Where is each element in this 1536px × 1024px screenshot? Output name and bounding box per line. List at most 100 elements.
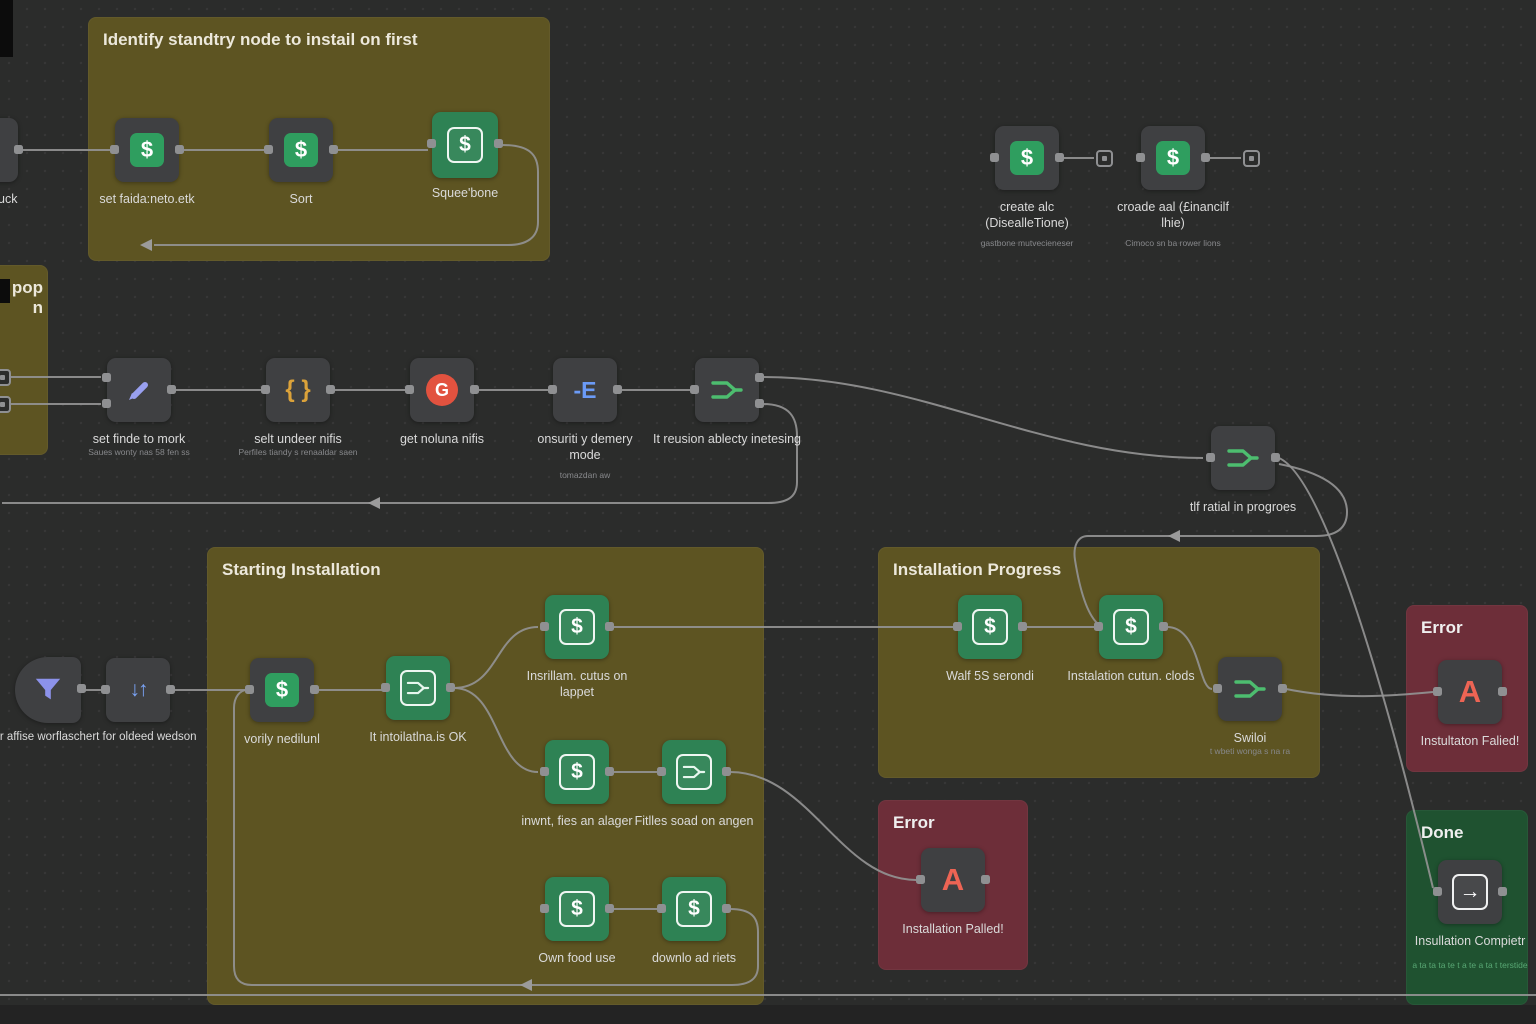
node-subtitle: Saues wonty nas 58 fen ss: [88, 447, 190, 457]
node-label: create alc (DisealleTione): [985, 200, 1069, 231]
node-sort-arrows[interactable]: ↓↑: [101, 658, 175, 722]
node-label: croade aal (£inancilf lhie): [1117, 200, 1229, 231]
node-label: selt undeer nifis: [254, 432, 342, 446]
node-subtitle: Cimoco sn ba rower lions: [1125, 238, 1221, 248]
node-label: Squee'bone: [431, 186, 499, 200]
node-label: Installation Palled!: [902, 922, 1004, 936]
code-icon: $: [250, 658, 314, 722]
node-label: vorily nedilunl: [244, 732, 320, 746]
offscreen-node-fragment: [0, 279, 10, 303]
code-icon: $: [432, 112, 498, 178]
node-label: set finde to mork: [92, 432, 186, 446]
node-intoilatlna[interactable]: It intoilatlna.is OK: [369, 656, 467, 744]
node-installation-complete[interactable]: → Insullation Compietr a ta ta ta te t a…: [1412, 860, 1528, 970]
node-label: uck: [0, 192, 18, 206]
node-uck[interactable]: uck: [0, 118, 23, 206]
node-subtitle: gastbone mutvecieneser: [980, 238, 1074, 248]
service-g-icon: G: [410, 358, 474, 422]
sticky-title: Done: [1421, 823, 1464, 842]
node-label: Fitlles soad on angen: [634, 814, 754, 828]
node-sort[interactable]: $ Sort: [264, 118, 338, 206]
node-label: set faida:neto.etk: [99, 192, 195, 206]
connector-endpoint[interactable]: [0, 396, 11, 413]
sticky-title: Starting Installation: [222, 560, 381, 579]
node-installation-failed-top[interactable]: A Instultaton Falied!: [1421, 660, 1519, 748]
node-inwnt[interactable]: $ inwnt, fies an alager: [521, 740, 633, 828]
node-walf[interactable]: $ Walf 5S serondi: [946, 595, 1034, 683]
node-label: Insullation Compietr: [1414, 934, 1526, 948]
code-icon: $: [958, 595, 1022, 659]
warning-icon: A: [941, 862, 965, 897]
node-vorily[interactable]: $ vorily nedilunl: [244, 658, 320, 746]
node-label: Instultaton Falied!: [1420, 734, 1520, 748]
node-fitlles[interactable]: Fitlles soad on angen: [635, 740, 753, 828]
node-selt-undeer[interactable]: { } selt undeer nifis Perfiles tiandy s …: [238, 358, 358, 457]
node-label: Sort: [289, 192, 313, 206]
node-label: Instalation cutun. clods: [1067, 669, 1195, 683]
connection-arrow: [1168, 530, 1180, 542]
editor-icon: -E: [573, 376, 597, 403]
node-filter-trigger[interactable]: or affise worflaschert for oldeed wedson: [0, 657, 197, 743]
code-icon: $: [1099, 595, 1163, 659]
node-croade-aal[interactable]: $ croade aal (£inancilf lhie) Cimoco sn …: [1117, 126, 1229, 248]
node-instalation[interactable]: $ Instalation cutun. clods: [1067, 595, 1195, 683]
merge-icon: [1218, 657, 1282, 721]
code-icon: $: [545, 740, 609, 804]
code-icon: $: [995, 126, 1059, 190]
node-swiloi[interactable]: Swiloi t wbeti wonga s na ra: [1210, 657, 1290, 756]
merge-icon: [1211, 426, 1275, 490]
node-subtitle: t wbeti wonga s na ra: [1209, 746, 1291, 756]
node-label: Insrillam. cutus on lappet: [526, 669, 628, 700]
sticky-title: Identify standtry node to instail on fir…: [103, 30, 418, 49]
connector-endpoint[interactable]: [1096, 150, 1113, 167]
node-label: inwnt, fies an alager: [521, 814, 633, 828]
node-onsuriti[interactable]: -E onsuriti y demery mode tomazdan aw: [537, 358, 633, 480]
sticky-title: Installation Progress: [893, 560, 1062, 579]
node-label: Walf 5S serondi: [946, 669, 1034, 683]
node-own-food[interactable]: $ Own food use: [538, 877, 616, 965]
node-label: Swiloi: [1233, 731, 1267, 745]
node-label: get noluna nifis: [399, 432, 485, 446]
node-downlo[interactable]: $ downlo ad riets: [652, 877, 736, 965]
node-subtitle: Perfiles tiandy s renaaldar saen: [238, 447, 358, 457]
node-create-alc[interactable]: $ create alc (DisealleTione) gastbone mu…: [981, 126, 1073, 248]
node-subtitle: tomazdan aw: [559, 470, 611, 480]
sticky-title: pop n: [11, 278, 43, 317]
code-icon: $: [269, 118, 333, 182]
node-get-noluna[interactable]: G get noluna nifis: [400, 358, 484, 446]
node-squee-bone[interactable]: $ Squee'bone: [427, 112, 503, 200]
braces-icon: { }: [285, 376, 311, 403]
code-icon: $: [662, 877, 726, 941]
connection-arrow: [368, 497, 380, 509]
arrow-right-icon: →: [1438, 860, 1502, 924]
node-label: It intoilatlna.is OK: [369, 730, 467, 744]
funnel-icon: [15, 657, 81, 723]
code-icon: $: [115, 118, 179, 182]
node-label: It reusion ablecty inetesing: [652, 432, 801, 446]
offscreen-node-fragment: [0, 0, 13, 57]
canvas-edge-strip: [0, 1005, 1536, 1024]
code-icon: $: [545, 877, 609, 941]
node-reusion[interactable]: It reusion ablecty inetesing: [653, 358, 801, 446]
node-label: downlo ad riets: [651, 951, 737, 965]
merge-icon: [695, 358, 759, 422]
node-set-faida[interactable]: $ set faida:neto.etk: [99, 118, 195, 206]
node-label: onsuriti y demery mode: [537, 432, 633, 463]
node-insrillam[interactable]: $ Insrillam. cutus on lappet: [527, 595, 627, 699]
node-label: tlf ratial in progroes: [1189, 500, 1297, 514]
sticky-title: Error: [893, 813, 935, 832]
warning-icon: A: [1458, 674, 1482, 709]
merge-icon: [662, 740, 726, 804]
sort-arrows-icon: ↓↑: [129, 678, 149, 701]
merge-icon: [386, 656, 450, 720]
node-tlf-ratial[interactable]: tlf ratial in progroes: [1190, 426, 1296, 514]
connection-wire: [762, 376, 1204, 459]
connector-endpoint[interactable]: [1243, 150, 1260, 167]
node-installation-failed-mid[interactable]: A Installation Palled!: [902, 848, 1004, 936]
code-icon: $: [1141, 126, 1205, 190]
sticky-title: Error: [1421, 618, 1463, 637]
connector-endpoint[interactable]: [0, 369, 11, 386]
node-set-finde[interactable]: set finde to mork Saues wonty nas 58 fen…: [88, 358, 190, 457]
node-subtitle: a ta ta ta te t a te a ta t terstide: [1412, 960, 1528, 970]
